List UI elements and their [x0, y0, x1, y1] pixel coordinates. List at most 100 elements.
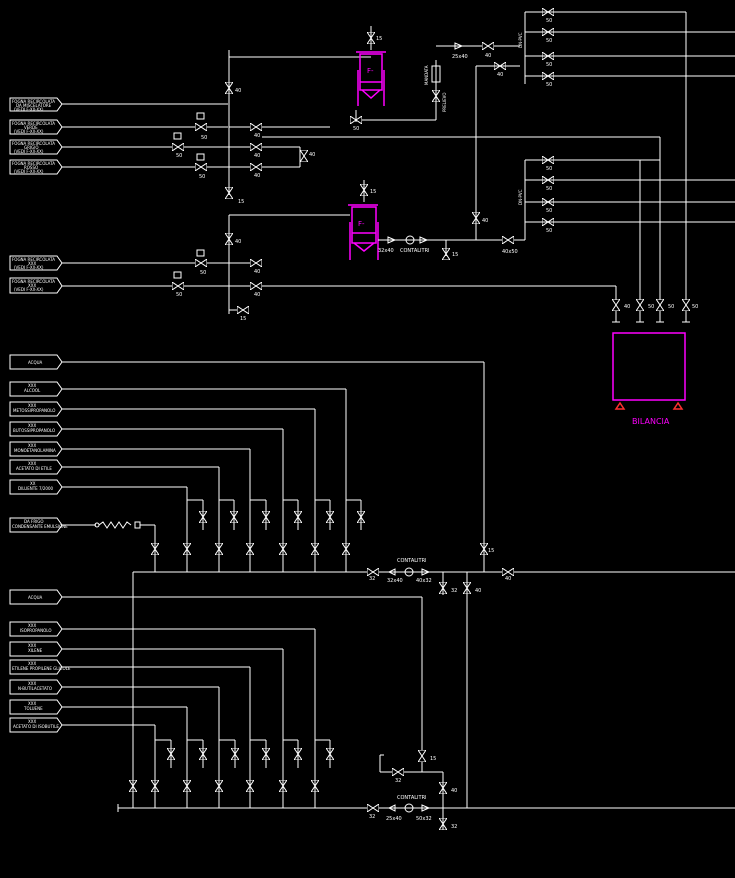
valve-size: 40 — [475, 588, 481, 594]
input-tag-line3: (VEDI F-XX-XX) — [14, 107, 44, 112]
input-tag: FOGNA RECIRCOLATA XXX (VEDI F-XX-XX) — [9, 255, 63, 271]
lower-inputs-b: ACQUA 15 XXX ISOPROPANOLO XXX XILENE XXX… — [9, 589, 735, 830]
valve-size: 50 — [668, 304, 674, 310]
valve-icon[interactable] — [250, 143, 262, 151]
input-tag-line1: XXX — [28, 443, 36, 448]
sample-label: MANDATA — [424, 65, 429, 85]
input-tag: XXX TOLUENE — [9, 699, 63, 715]
valve-icon[interactable] — [250, 123, 262, 131]
valve-icon[interactable] — [656, 299, 664, 311]
valve-size: 15 — [370, 189, 376, 195]
valve-icon[interactable] — [682, 299, 690, 311]
valve-size: 40 — [485, 53, 491, 59]
valve-icon[interactable] — [367, 804, 379, 812]
valve-size: 50 — [648, 304, 654, 310]
input-tag-line3: (VEDI F-XX-XX) — [14, 149, 44, 154]
input-tag-line3: (VEDI F-XX-XX) — [14, 169, 44, 174]
input-tag-line2: MONOETANOLAMINA — [14, 448, 56, 453]
input-tag: XXX XILENE — [9, 641, 63, 657]
input-tag: FOGNA RECIRCOLATA DA MISCELATORE (VEDI F… — [9, 97, 63, 112]
valve-size: 40 — [235, 88, 241, 94]
filter-tag: F- — [358, 220, 365, 228]
valve-icon[interactable] — [195, 163, 207, 171]
valve-size: 50 — [546, 208, 552, 214]
valve-icon[interactable] — [636, 299, 644, 311]
valve-icon[interactable] — [195, 259, 207, 267]
valve-icon[interactable] — [237, 306, 249, 314]
valve-size: 40 — [254, 173, 260, 179]
input-tag-line2: TOLUENE — [23, 706, 43, 711]
reducer-label: 40x50 — [502, 249, 518, 255]
input-tag: XXX MONOETANOLAMINA — [9, 441, 63, 457]
filter-tag: F- — [367, 67, 374, 75]
reducer-label: 25x40 — [386, 816, 402, 822]
manifold-outlet: 50 — [525, 218, 735, 234]
valve-size: 15 — [238, 199, 244, 205]
input-tag: XXX ISOPROPANOLO — [9, 621, 63, 637]
valve-icon[interactable] — [482, 42, 494, 50]
input-tag-line2: XXX — [28, 261, 36, 266]
input-tag: XXX ALCOOL — [9, 381, 63, 397]
valve-icon[interactable] — [502, 236, 514, 244]
manifold-outlet: 50 — [525, 52, 735, 68]
reducer-label: 50x32 — [416, 816, 432, 822]
valve-size: 50 — [546, 18, 552, 24]
manifold-outlet: 50 — [525, 198, 735, 214]
input-tag-line2: VERDE — [24, 125, 38, 130]
input-tag: ACQUA — [9, 354, 63, 370]
valve-icon[interactable] — [195, 123, 207, 131]
input-tag-line1: XXX — [28, 383, 36, 388]
reducer-label: 32x40 — [387, 578, 403, 584]
valve-size: 50 — [200, 270, 206, 276]
input-tag-line3: (VEDI F-XX-XX) — [14, 265, 44, 270]
valve-icon[interactable] — [250, 282, 262, 290]
valve-icon[interactable] — [172, 143, 184, 151]
valve-icon[interactable] — [300, 150, 308, 162]
valve-icon[interactable] — [367, 568, 379, 576]
input-tag-line1: XXX — [28, 461, 36, 466]
input-tag: ACQUA — [9, 589, 63, 605]
valve-icon[interactable] — [502, 568, 514, 576]
input-tag: XXX ACETATO DI ISOBUTILE — [9, 717, 63, 733]
input-tag-line1: FOGNA RECIRCOLATA — [12, 99, 55, 104]
valve-size: 15 — [430, 756, 436, 762]
reducer-label: 32x40 — [378, 248, 394, 254]
manifold-label: DN-PVC — [518, 32, 523, 48]
input-tag: FOGNA RECIRCOLATA GRIGIO (VEDI F-XX-XX) — [9, 139, 63, 155]
valve-size: 32 — [451, 824, 457, 830]
valve-icon[interactable] — [392, 768, 404, 776]
input-tag-line3: (VEDI F-XX-XX) — [14, 129, 44, 134]
input-tag: DA FRIGO CONDENSANTE EMULSIONE — [9, 517, 68, 533]
valve-size: 32 — [395, 778, 401, 784]
manifold-outlet: 50 — [525, 176, 735, 192]
valve-icon[interactable] — [418, 750, 426, 762]
input-tag-line2: XXX — [28, 283, 36, 288]
top-inputs: FOGNA RECIRCOLATA DA MISCELATORE (VEDI F… — [9, 50, 660, 205]
input-tag: XXX BUTOSSIPROPANOLO — [9, 421, 63, 437]
valve-size: 40 — [254, 292, 260, 298]
input-tag-line2: N-BUTILACETATO — [18, 686, 52, 691]
valve-icon[interactable] — [250, 259, 262, 267]
valve-size: 15 — [452, 252, 458, 258]
valve-size: 40 — [482, 218, 488, 224]
valve-size: 50 — [546, 38, 552, 44]
input-tag-line1: XXX — [28, 701, 36, 706]
input-tag-line1: FOGNA RECIRCOLATA — [12, 121, 55, 126]
valve-size: 50 — [546, 228, 552, 234]
balance: 40 50 50 50 BILANCIA — [612, 299, 698, 426]
valve-size: 50 — [546, 62, 552, 68]
valve-size: 50 — [546, 166, 552, 172]
valve-size: 40 — [624, 304, 630, 310]
valve-size: 40 — [451, 788, 457, 794]
valve-icon[interactable] — [250, 163, 262, 171]
input-tag-line1: FOGNA RECIRCOLATA — [12, 279, 55, 284]
manifold-outlet: 50 — [525, 8, 686, 24]
balance-vessel — [612, 332, 686, 401]
valve-size: 32 — [451, 588, 457, 594]
input-tag-line1: FOGNA RECIRCOLATA — [12, 161, 55, 166]
valve-icon[interactable] — [172, 282, 184, 290]
valve-size: 15 — [240, 316, 246, 322]
valve-icon[interactable] — [612, 299, 620, 311]
input-tag-line1: ACQUA — [28, 360, 43, 365]
